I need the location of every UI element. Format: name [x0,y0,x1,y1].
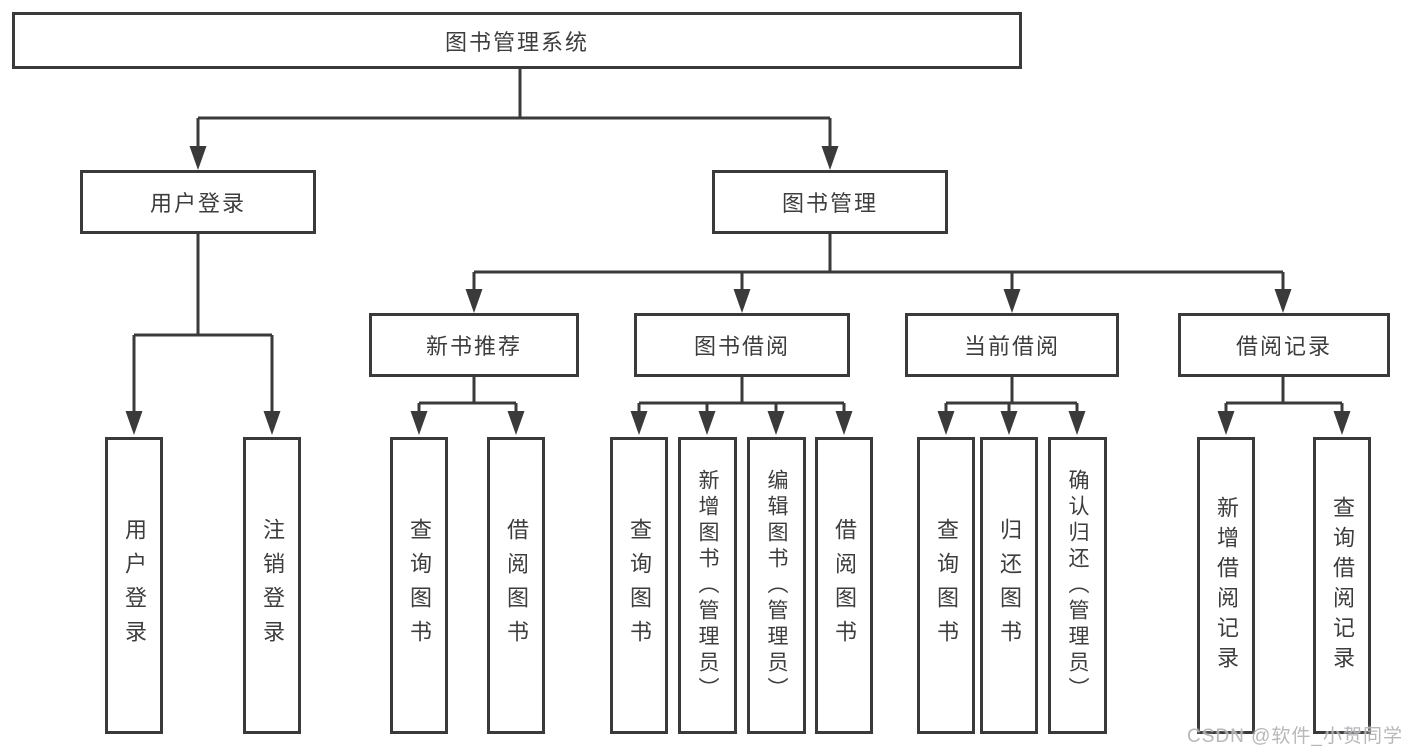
leaf-nbr-query-book: 查询图书 [390,437,448,734]
node-borrowing-records: 借阅记录 [1178,313,1390,377]
node-label: 用户登录 [149,191,246,216]
tree-edges [132,69,1344,415]
csdn-watermark: CSDN @软件_小贺同学 [1187,726,1403,747]
leaf-label: 借阅图书 [504,517,529,654]
leaf-label: 查询图书 [407,517,432,654]
leaf-cb-return-book: 归还图书 [980,437,1038,734]
leaf-label: 用户登录 [122,517,147,654]
node-label: 新书推荐 [425,334,522,359]
leaf-label: 编辑图书（管理员） [765,468,788,703]
leaf-bb-add-book-admin: 新增图书（管理员） [678,437,737,734]
leaf-cb-confirm-return-admin: 确认归还（管理员） [1048,437,1107,734]
leaf-bb-edit-book-admin: 编辑图书（管理员） [747,437,806,734]
node-label: 当前借阅 [963,334,1060,359]
leaf-cb-query-book: 查询图书 [917,437,975,734]
leaf-label: 借阅图书 [832,517,857,654]
leaf-label: 确认归还（管理员） [1066,468,1089,703]
leaf-label: 查询图书 [627,517,652,654]
arrowheads [125,146,1351,435]
leaf-logout: 注销登录 [243,437,301,734]
node-new-book-recommend: 新书推荐 [369,313,579,377]
node-book-management: 图书管理 [712,170,948,234]
node-book-borrowing: 图书借阅 [634,313,850,377]
leaf-label: 注销登录 [260,517,285,654]
node-current-borrowing: 当前借阅 [905,313,1119,377]
leaf-label: 新增图书（管理员） [696,468,719,703]
leaf-label: 查询借阅记录 [1330,495,1355,676]
node-label: 图书管理 [781,191,878,216]
node-user-login: 用户登录 [80,170,316,234]
leaf-br-add-record: 新增借阅记录 [1197,437,1255,734]
leaf-label: 查询图书 [934,517,959,654]
leaf-user-login: 用户登录 [105,437,163,734]
leaf-bb-borrow-book: 借阅图书 [815,437,873,734]
leaf-nbr-borrow-book: 借阅图书 [487,437,545,734]
leaf-label: 新增借阅记录 [1214,495,1239,676]
node-root: 图书管理系统 [12,12,1022,69]
leaf-bb-query-book: 查询图书 [610,437,668,734]
node-label: 图书管理系统 [444,29,589,55]
leaf-br-query-record: 查询借阅记录 [1313,437,1371,734]
node-label: 图书借阅 [693,334,790,359]
node-label: 借阅记录 [1235,334,1332,359]
leaf-label: 归还图书 [997,517,1022,654]
